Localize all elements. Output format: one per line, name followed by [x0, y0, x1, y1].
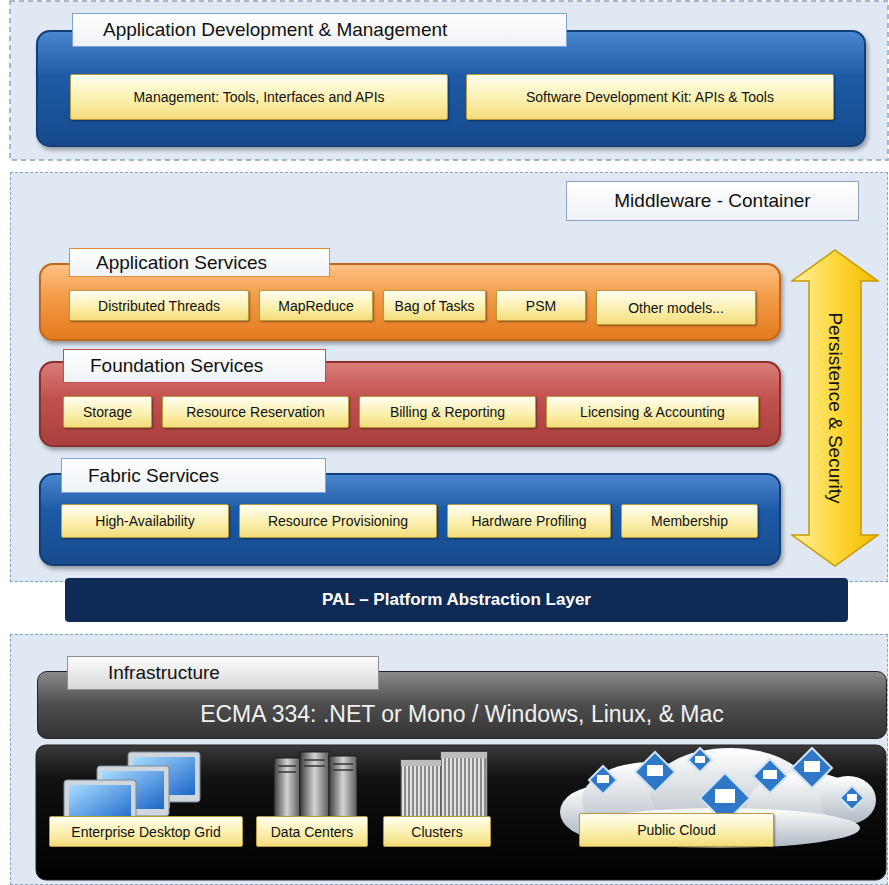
heading-tab: Application Services: [69, 248, 330, 277]
heading-text: Application Development & Management: [103, 19, 447, 41]
service-box: Clusters: [383, 816, 491, 847]
dashed-region: InfrastructureECMA 334: .NET or Mono / W…: [10, 634, 888, 885]
service-band: Fabric ServicesHigh-AvailabilityResource…: [39, 473, 781, 566]
box-label: Membership: [651, 513, 728, 529]
heading-text: Fabric Services: [88, 465, 219, 487]
service-box: MapReduce: [259, 290, 373, 321]
service-box: Software Development Kit: APIs & Tools: [466, 74, 834, 120]
heading-tab: Foundation Services: [63, 349, 326, 383]
heading-tab: Infrastructure: [67, 656, 379, 690]
service-box: Other models...: [596, 290, 756, 325]
heading-tab: Middleware - Container: [566, 181, 859, 221]
service-box: Storage: [63, 396, 152, 428]
box-label: Licensing & Accounting: [580, 404, 725, 420]
region-ground: [10, 172, 888, 582]
heading-tab: Application Development & Management: [72, 13, 567, 47]
server-icon: [274, 752, 357, 820]
heading-text: Application Services: [96, 252, 267, 274]
region-ground: [10, 634, 888, 885]
service-box: Data Centers: [256, 816, 368, 847]
service-band: Application Development & ManagementMana…: [36, 30, 866, 147]
box-label: Billing & Reporting: [390, 404, 505, 420]
service-box: Distributed Threads: [69, 290, 249, 321]
double-arrow: Persistence & Security: [791, 249, 879, 567]
bar-label: PAL – Platform Abstraction Layer: [322, 590, 591, 610]
box-label: Distributed Threads: [98, 298, 220, 314]
box-label: Hardware Profiling: [471, 513, 586, 529]
box-label: PSM: [526, 298, 556, 314]
cloud-icon: [560, 748, 876, 848]
arrow-outline: [792, 250, 878, 566]
box-label: MapReduce: [278, 298, 354, 314]
rack-icon: [401, 752, 487, 820]
box-label: Clusters: [411, 824, 462, 840]
service-box: High-Availability: [61, 504, 229, 538]
box-label: Other models...: [628, 300, 724, 316]
hardware-band: [36, 745, 886, 880]
abstraction-bar: PAL – Platform Abstraction Layer: [65, 578, 848, 622]
box-label: Storage: [83, 404, 132, 420]
service-box: Licensing & Accounting: [546, 396, 759, 428]
service-box: Resource Reservation: [162, 396, 349, 428]
box-label: Data Centers: [271, 824, 353, 840]
service-band: Application ServicesDistributed ThreadsM…: [39, 263, 781, 341]
box-label: Software Development Kit: APIs & Tools: [526, 89, 774, 105]
heading-text: Foundation Services: [90, 355, 263, 377]
heading-text: Middleware - Container: [614, 190, 810, 212]
region-ground: [10, 1, 888, 160]
service-band: Foundation ServicesStorageResource Reser…: [39, 361, 781, 447]
box-label: High-Availability: [95, 513, 194, 529]
service-box: Membership: [621, 504, 758, 538]
service-box: Management: Tools, Interfaces and APIs: [70, 74, 448, 120]
service-box: Public Cloud: [579, 813, 774, 847]
box-label: Public Cloud: [637, 822, 716, 838]
service-box: Hardware Profiling: [447, 504, 611, 538]
service-box: Enterprise Desktop Grid: [49, 816, 243, 847]
box-label: Resource Provisioning: [268, 513, 408, 529]
box-label: Bag of Tasks: [395, 298, 475, 314]
dashed-region: Middleware - ContainerApplication Servic…: [10, 172, 888, 582]
service-box: Resource Provisioning: [239, 504, 437, 538]
heading-text: Infrastructure: [108, 662, 220, 684]
arrow-label: Persistence & Security: [824, 312, 846, 503]
service-box: Bag of Tasks: [383, 290, 486, 321]
box-label: Enterprise Desktop Grid: [71, 824, 220, 840]
service-box: Billing & Reporting: [359, 396, 536, 428]
box-label: Resource Reservation: [186, 404, 325, 420]
service-box: PSM: [496, 290, 586, 321]
box-label: Management: Tools, Interfaces and APIs: [133, 89, 384, 105]
band-label: ECMA 334: .NET or Mono / Windows, Linux,…: [200, 701, 724, 728]
heading-tab: Fabric Services: [61, 458, 326, 493]
